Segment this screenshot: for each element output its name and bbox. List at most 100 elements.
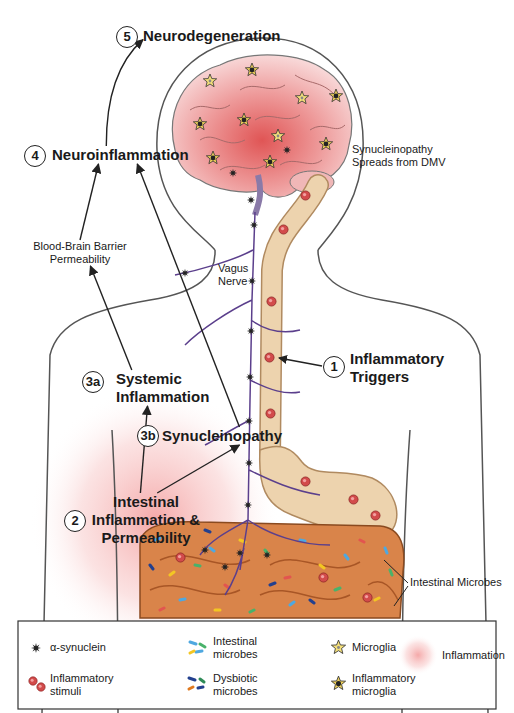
legend-icon: [200, 644, 205, 647]
inflammatory-stimulus: [349, 495, 358, 504]
inflammatory-stimulus: [363, 593, 372, 602]
legend-icon: [29, 677, 37, 685]
microbes-green: [195, 550, 392, 612]
inflammatory-stimulus: [279, 225, 288, 234]
inflammatory-microglia: [206, 151, 219, 164]
text-node: Neuroinflammation: [52, 146, 207, 164]
legend-icon: [331, 640, 345, 653]
inflammatory-stimulus: [266, 409, 275, 418]
legend-entry: Dysbiotic microbes: [213, 672, 275, 698]
alpha-synuclein: [283, 146, 291, 154]
node-text: Blood-Brain Barrier Permeability: [28, 240, 132, 266]
microbes-yellow: [170, 540, 379, 610]
inflammatory-microglia: [319, 137, 332, 150]
node-text: Neurodegeneration: [143, 27, 303, 45]
legend-entry: Inflammatory microglia: [352, 672, 428, 698]
leader-arrow: [279, 358, 322, 366]
legend-box: [18, 621, 496, 709]
callout-number: 2: [64, 510, 86, 532]
intestine-folds: [150, 556, 398, 600]
esophagus-edge: [270, 185, 318, 458]
annotation-label: Synucleinopathy Spreads from DMV: [352, 143, 452, 169]
node-text: Neuroinflammation: [52, 146, 207, 164]
flow-arrow: [137, 164, 239, 427]
leader-line: [384, 560, 408, 606]
legend-text: Intestinal microbes: [213, 635, 258, 660]
brain: [172, 55, 351, 197]
legend-icon: [331, 676, 345, 689]
annotation-label: Vagus Nerve: [218, 262, 258, 288]
legend-text: Dysbiotic microbes: [213, 672, 258, 697]
legend-text: Microglia: [352, 641, 396, 653]
flow-arrow: [80, 164, 99, 240]
legend-entry: Intestinal microbes: [213, 635, 275, 661]
callout-number: 1: [323, 356, 345, 378]
microbes-blue: [155, 538, 387, 605]
text-node: Systemic Inflammation: [116, 370, 221, 406]
legend-icon: [190, 651, 194, 653]
legend-text: α-synuclein: [50, 641, 106, 653]
flow-arrow: [140, 406, 147, 493]
inflammatory-stimulus: [371, 511, 380, 520]
legend-entry: Microglia: [352, 641, 422, 654]
flow-arrow: [90, 266, 131, 370]
inflammatory-stimulus: [319, 573, 328, 582]
legend-entry: Inflammatory stimuli: [50, 672, 126, 698]
microglia: [271, 129, 284, 142]
inflammatory-microglia: [193, 117, 206, 130]
legend-icon: [200, 679, 204, 682]
legend-text: Inflammatory stimuli: [50, 672, 114, 697]
legend-icon: [31, 643, 41, 653]
callout-number: 5: [116, 26, 138, 48]
brainstem: [255, 175, 260, 215]
flow-arrow: [157, 445, 239, 493]
alpha-synuclein: [250, 221, 258, 229]
microbes-red: [160, 540, 364, 610]
legend-entry: Inflammation: [442, 649, 512, 662]
flow-arrow: [106, 40, 143, 146]
alpha-synuclein: [244, 501, 252, 509]
alpha-synuclein: [245, 417, 253, 425]
annotation-label: Intestinal Microbes: [410, 576, 510, 589]
brain-sulci: [190, 75, 345, 170]
microglia: [203, 74, 216, 87]
microglia: [295, 91, 308, 104]
alpha-synuclein: [263, 551, 271, 559]
inflammatory-stimulus: [301, 191, 310, 200]
alpha-synuclein: [201, 546, 209, 554]
callout-number: 3a: [82, 371, 104, 393]
inflammatory-stimulus: [301, 477, 310, 486]
text-node: Blood-Brain Barrier Permeability: [28, 240, 132, 266]
alpha-synuclein: [247, 327, 255, 335]
callout-number: 3b: [137, 425, 159, 447]
alpha-synuclein: [247, 196, 255, 204]
node-text: Systemic Inflammation: [116, 370, 221, 406]
inflammatory-stimulus: [267, 297, 276, 306]
alpha-synuclein: [221, 563, 229, 571]
alpha-synuclein: [245, 459, 253, 467]
stomach: [260, 446, 397, 536]
inflammatory-microglia: [245, 63, 258, 76]
inflammatory-microglia: [237, 113, 250, 126]
inflammatory-microglia: [329, 89, 342, 102]
node-text: Synucleinopathy: [162, 427, 287, 445]
alpha-synuclein: [246, 373, 254, 381]
legend-text: Inflammation: [442, 649, 505, 661]
alpha-synuclein: [181, 269, 189, 277]
legend-icon: [189, 678, 203, 688]
inflammatory-microglia: [263, 155, 276, 168]
alpha-synuclein: [229, 169, 237, 177]
text-node: Intestinal Inflammation & Permeability: [90, 493, 202, 547]
annotation-label: Inflammatory Triggers: [350, 350, 460, 386]
legend-icon: [398, 635, 438, 675]
text-node: Neurodegeneration: [143, 27, 303, 45]
callout-number: 4: [24, 145, 46, 167]
legend-icon: [189, 687, 193, 689]
alpha-synuclein: [248, 277, 256, 285]
alpha-synuclein: [236, 549, 244, 557]
head-outline: [157, 38, 363, 250]
text-node: Synucleinopathy: [162, 427, 287, 445]
legend-text: Inflammatory microglia: [352, 672, 416, 697]
inflammatory-stimulus: [176, 553, 185, 562]
